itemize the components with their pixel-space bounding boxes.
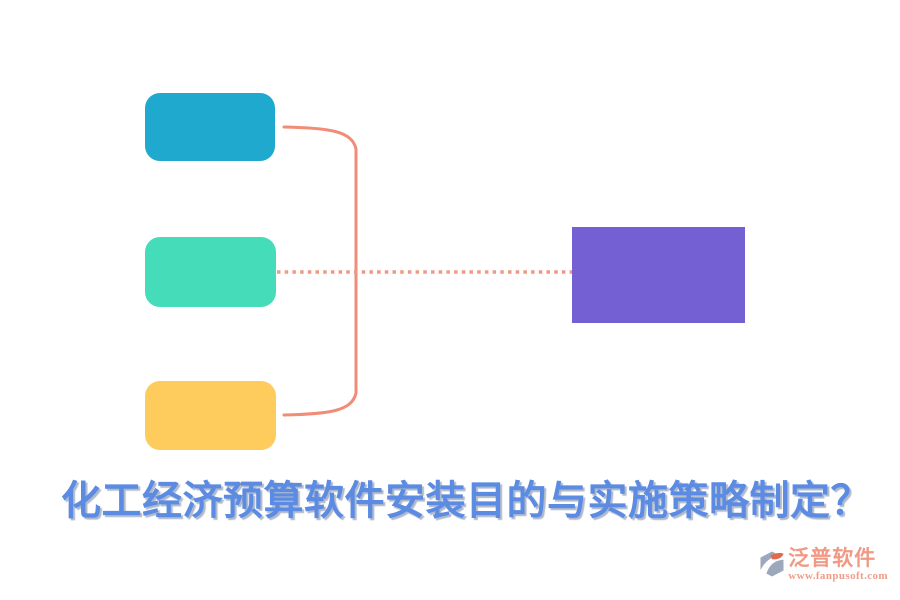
watermark-text: 泛普软件 www.fanpusoft.com — [788, 547, 888, 583]
watermark-brand-text: 泛普软件 — [788, 547, 877, 570]
flow-node-right — [572, 227, 745, 323]
bracket-connector — [282, 125, 358, 417]
flow-node-middle-left — [145, 237, 276, 307]
flow-node-bottom-left — [145, 381, 276, 450]
page-title: 化工经济预算软件安装目的与实施策略制定？ — [61, 479, 871, 523]
fanpu-logo-icon — [759, 551, 786, 577]
watermark-url-text: www.fanpusoft.com — [788, 570, 888, 583]
watermark: 泛普软件 www.fanpusoft.com — [758, 547, 888, 583]
flow-node-top-left — [145, 93, 275, 161]
